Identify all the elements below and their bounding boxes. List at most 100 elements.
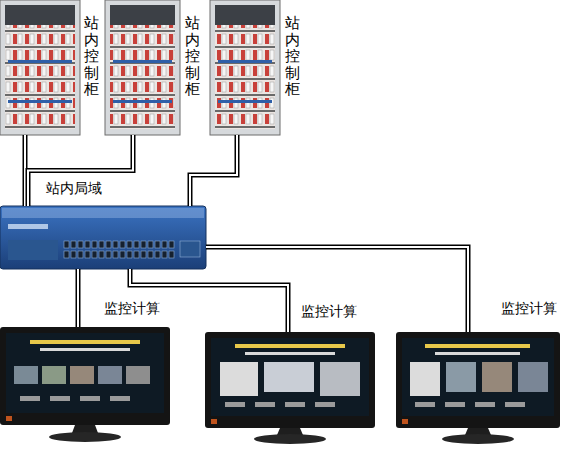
monitor-picture-part [505,402,525,407]
monitor-picture-part [72,425,98,433]
double-line-connector [78,269,79,327]
control-cabinet: 站内控制柜 [210,0,280,135]
double-line-connector [25,135,26,206]
cabinet-picture-part [110,5,175,25]
monitor-picture-part [70,366,94,384]
monitor-picture-part [205,332,375,428]
switch-picture-part [63,239,175,259]
cabinet-picture-part [8,60,72,63]
cabinet-picture-part [215,25,275,129]
monitor-picture-part [235,344,345,348]
monitor-picture-part [50,396,70,401]
monitor-picture-part [126,366,150,384]
connector-inner [190,135,237,206]
connector-outer [76,269,81,327]
cabinet-picture-part [110,25,175,129]
monitor-picture-part [264,362,314,392]
monitor-picture-part [255,402,275,407]
switch-picture-part [0,206,206,269]
monitor-picture [205,332,375,444]
cabinet-picture-part [113,100,172,103]
monitor-label: 监控计算 [300,303,358,320]
monitor-picture-part [245,352,335,355]
monitor-workstation: 监控计算 [205,332,375,442]
monitor-picture-part [20,396,40,401]
monitor-picture-part [211,419,217,424]
control-cabinet: 站内控制柜 [0,0,80,135]
switch-picture-part [180,241,200,257]
cabinet-picture-part [215,5,275,25]
connector-outer [28,135,133,206]
monitor-picture-part [518,362,548,392]
double-line-connector [190,135,237,206]
monitor-picture-part [320,362,360,396]
monitor-picture-part [445,402,465,407]
monitor-picture-part [110,396,130,401]
monitor-picture-part [80,396,100,401]
monitor-picture-part [402,419,408,424]
connector-outer [190,135,237,206]
cabinet-picture-part [218,60,272,63]
cabinet-picture-part [0,0,80,135]
monitor-picture-part [225,402,245,407]
monitor-picture-part [315,402,335,407]
cabinet-picture-part [105,0,180,135]
monitor-picture-part [211,338,369,416]
connector-inner [206,247,468,332]
monitor-picture-part [98,366,122,384]
monitor-picture-part [42,366,66,384]
monitor-picture-part [40,348,130,351]
monitor-picture-part [30,340,140,344]
switch-picture-part [8,240,58,260]
cabinet-label: 站内控制柜 [285,15,300,98]
connector-inner [28,135,133,206]
cabinet-picture [105,0,180,135]
monitor-picture-part [410,362,440,396]
monitor-picture-part [254,434,326,444]
switch-picture-part [8,224,48,229]
monitor-label: 监控计算 [500,300,558,317]
double-line-connector [206,247,468,332]
monitor-picture-part [442,434,514,444]
monitor-picture-part [49,432,121,442]
connector-outer [206,247,468,332]
monitor-picture-part [396,332,560,428]
double-line-connector [28,135,133,206]
monitor-picture-part [6,416,12,421]
monitor-picture-part [285,402,305,407]
monitor-picture-part [425,344,530,348]
monitor-picture-part [415,402,435,407]
monitor-picture-part [446,362,476,392]
cabinet-picture [210,0,280,135]
cabinet-picture-part [113,60,172,63]
monitor-picture-part [482,362,512,392]
cabinet-picture-part [210,0,280,135]
switch-label: 站内局域 [45,180,103,197]
monitor-picture-part [277,428,303,435]
monitor-picture-part [220,362,258,396]
monitor-picture-part [14,366,38,384]
network-switch: 站内局域 [0,206,206,269]
monitor-picture [396,332,560,444]
monitor-picture-part [475,402,495,407]
monitor-picture [0,327,170,442]
cabinet-picture-part [218,100,272,103]
monitor-workstation: 监控计算 [396,332,560,442]
cabinet-picture [0,0,80,135]
cabinet-picture-part [5,5,75,25]
monitor-picture-part [6,333,164,413]
cabinet-label: 站内控制柜 [185,15,200,98]
cabinet-picture-part [5,25,75,129]
connector-inner [77,269,79,327]
cabinet-label: 站内控制柜 [84,15,99,98]
monitor-workstation: 监控计算 [0,327,172,442]
monitor-picture-part [435,352,520,355]
switch-picture-part [2,208,204,218]
monitor-picture-part [465,428,491,435]
control-cabinet: 站内控制柜 [105,0,180,135]
monitor-picture-part [402,338,554,416]
monitor-label: 监控计算 [103,300,161,317]
cabinet-picture-part [8,100,72,103]
monitor-picture-part [0,327,170,425]
